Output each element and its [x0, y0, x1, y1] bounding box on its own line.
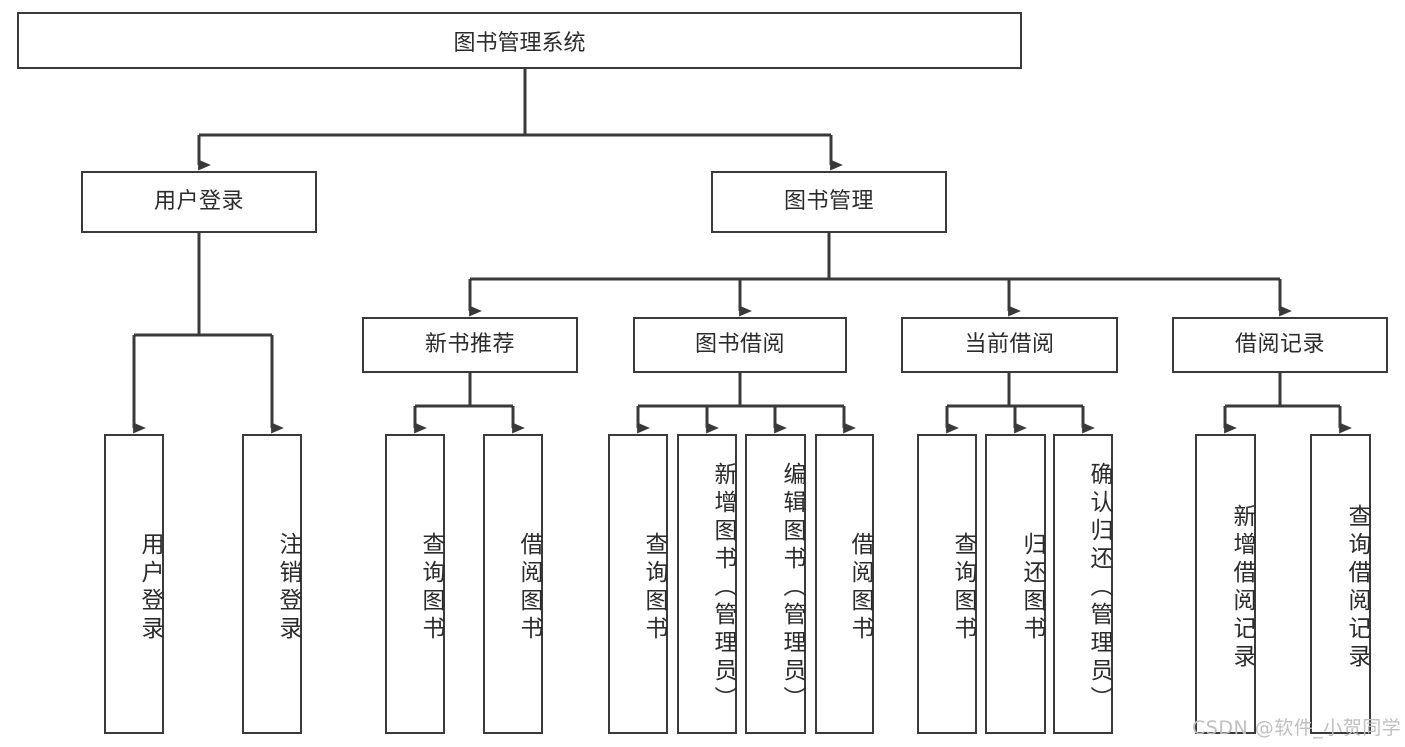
node-root-system[interactable]: 图书管理系统 [17, 12, 1022, 69]
leaf-borrow-book-recommend[interactable]: 借阅图书 [483, 434, 543, 734]
node-current-borrow-label: 当前借阅 [964, 331, 1055, 357]
leaf-borrow-book-recommend-label: 借阅图书 [516, 532, 542, 644]
node-book-borrow[interactable]: 图书借阅 [633, 317, 847, 373]
leaf-confirm-return-admin-label: 确认归还（管理员） [1086, 462, 1112, 714]
leaf-edit-book-admin-label: 编辑图书（管理员） [779, 462, 805, 714]
node-book-management-label: 图书管理 [783, 188, 874, 214]
node-user-login[interactable]: 用户登录 [81, 171, 317, 233]
leaf-query-book-borrow[interactable]: 查询图书 [608, 434, 668, 734]
leaf-confirm-return-admin[interactable]: 确认归还（管理员） [1053, 434, 1113, 734]
leaf-query-book-current-label: 查询图书 [950, 532, 976, 644]
node-current-borrow[interactable]: 当前借阅 [901, 317, 1118, 373]
leaf-add-borrow-record-label: 新增借阅记录 [1229, 504, 1255, 672]
leaf-add-borrow-record[interactable]: 新增借阅记录 [1195, 434, 1256, 734]
node-borrow-records-label: 借阅记录 [1234, 331, 1325, 357]
leaf-query-borrow-record-label: 查询借阅记录 [1344, 504, 1370, 672]
leaf-edit-book-admin[interactable]: 编辑图书（管理员） [745, 434, 806, 734]
node-user-login-label: 用户登录 [153, 188, 244, 214]
node-book-management[interactable]: 图书管理 [711, 171, 947, 233]
leaf-return-book[interactable]: 归还图书 [985, 434, 1046, 734]
node-book-borrow-label: 图书借阅 [694, 331, 785, 357]
node-borrow-records[interactable]: 借阅记录 [1172, 317, 1388, 373]
leaf-lend-book-label: 借阅图书 [847, 532, 873, 644]
leaf-user-login[interactable]: 用户登录 [104, 434, 164, 734]
node-new-book-recommend[interactable]: 新书推荐 [362, 317, 578, 373]
leaf-query-book-recommend-label: 查询图书 [418, 532, 444, 644]
leaf-add-book-admin-label: 新增图书（管理员） [710, 462, 736, 714]
node-new-book-recommend-label: 新书推荐 [424, 331, 515, 357]
leaf-query-borrow-record[interactable]: 查询借阅记录 [1310, 434, 1371, 734]
leaf-query-book-recommend[interactable]: 查询图书 [385, 434, 445, 734]
leaf-logout[interactable]: 注销登录 [242, 434, 302, 734]
leaf-query-book-current[interactable]: 查询图书 [917, 434, 977, 734]
leaf-return-book-label: 归还图书 [1019, 532, 1045, 644]
leaf-query-book-borrow-label: 查询图书 [641, 532, 667, 644]
leaf-logout-label: 注销登录 [275, 532, 301, 644]
leaf-lend-book[interactable]: 借阅图书 [815, 434, 874, 734]
leaf-user-login-label: 用户登录 [137, 532, 163, 644]
leaf-add-book-admin[interactable]: 新增图书（管理员） [677, 434, 737, 734]
node-root-label: 图书管理系统 [453, 30, 586, 56]
